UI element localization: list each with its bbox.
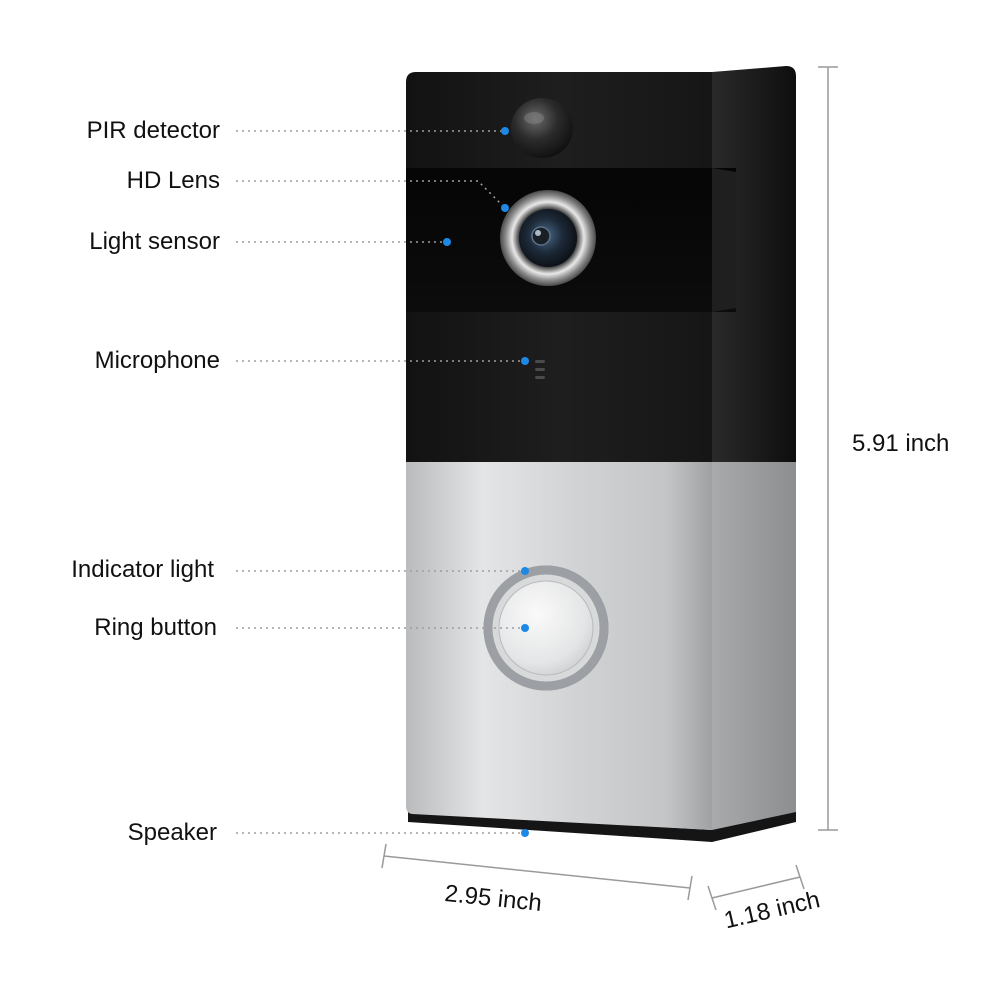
callout-label-light-sensor: Light sensor xyxy=(89,228,220,255)
microphone-grille xyxy=(535,360,545,379)
depth-dimension-line xyxy=(711,876,801,899)
callout-label-ring-button: Ring button xyxy=(94,614,217,641)
hd-lens-dot xyxy=(501,204,509,212)
microphone-dot xyxy=(521,357,529,365)
device-side-silver xyxy=(712,462,796,840)
light-sensor-dot xyxy=(443,238,451,246)
speaker-dot xyxy=(521,829,529,837)
ring-button-dot xyxy=(521,624,529,632)
callout-label-microphone: Microphone xyxy=(94,347,220,374)
indicator-light-dot xyxy=(521,567,529,575)
pir-detector-dot xyxy=(501,127,509,135)
callout-leaders xyxy=(236,127,529,837)
pir-sensor xyxy=(511,98,573,158)
height-dimension-label: 5.91 inch xyxy=(852,430,950,457)
callout-label-hd-lens: HD Lens xyxy=(126,167,220,194)
device-body xyxy=(406,66,796,842)
dimension-lines xyxy=(381,66,838,911)
callout-label-indicator-light: Indicator light xyxy=(71,556,214,583)
device-bottom-edge xyxy=(408,812,796,842)
ring-button xyxy=(498,580,594,676)
camera-window-side xyxy=(712,168,736,312)
device-side-black xyxy=(712,66,796,462)
width-dimension-line xyxy=(383,855,691,889)
callout-label-pir-detector: PIR detector xyxy=(86,117,220,144)
callout-label-speaker: Speaker xyxy=(127,819,217,846)
